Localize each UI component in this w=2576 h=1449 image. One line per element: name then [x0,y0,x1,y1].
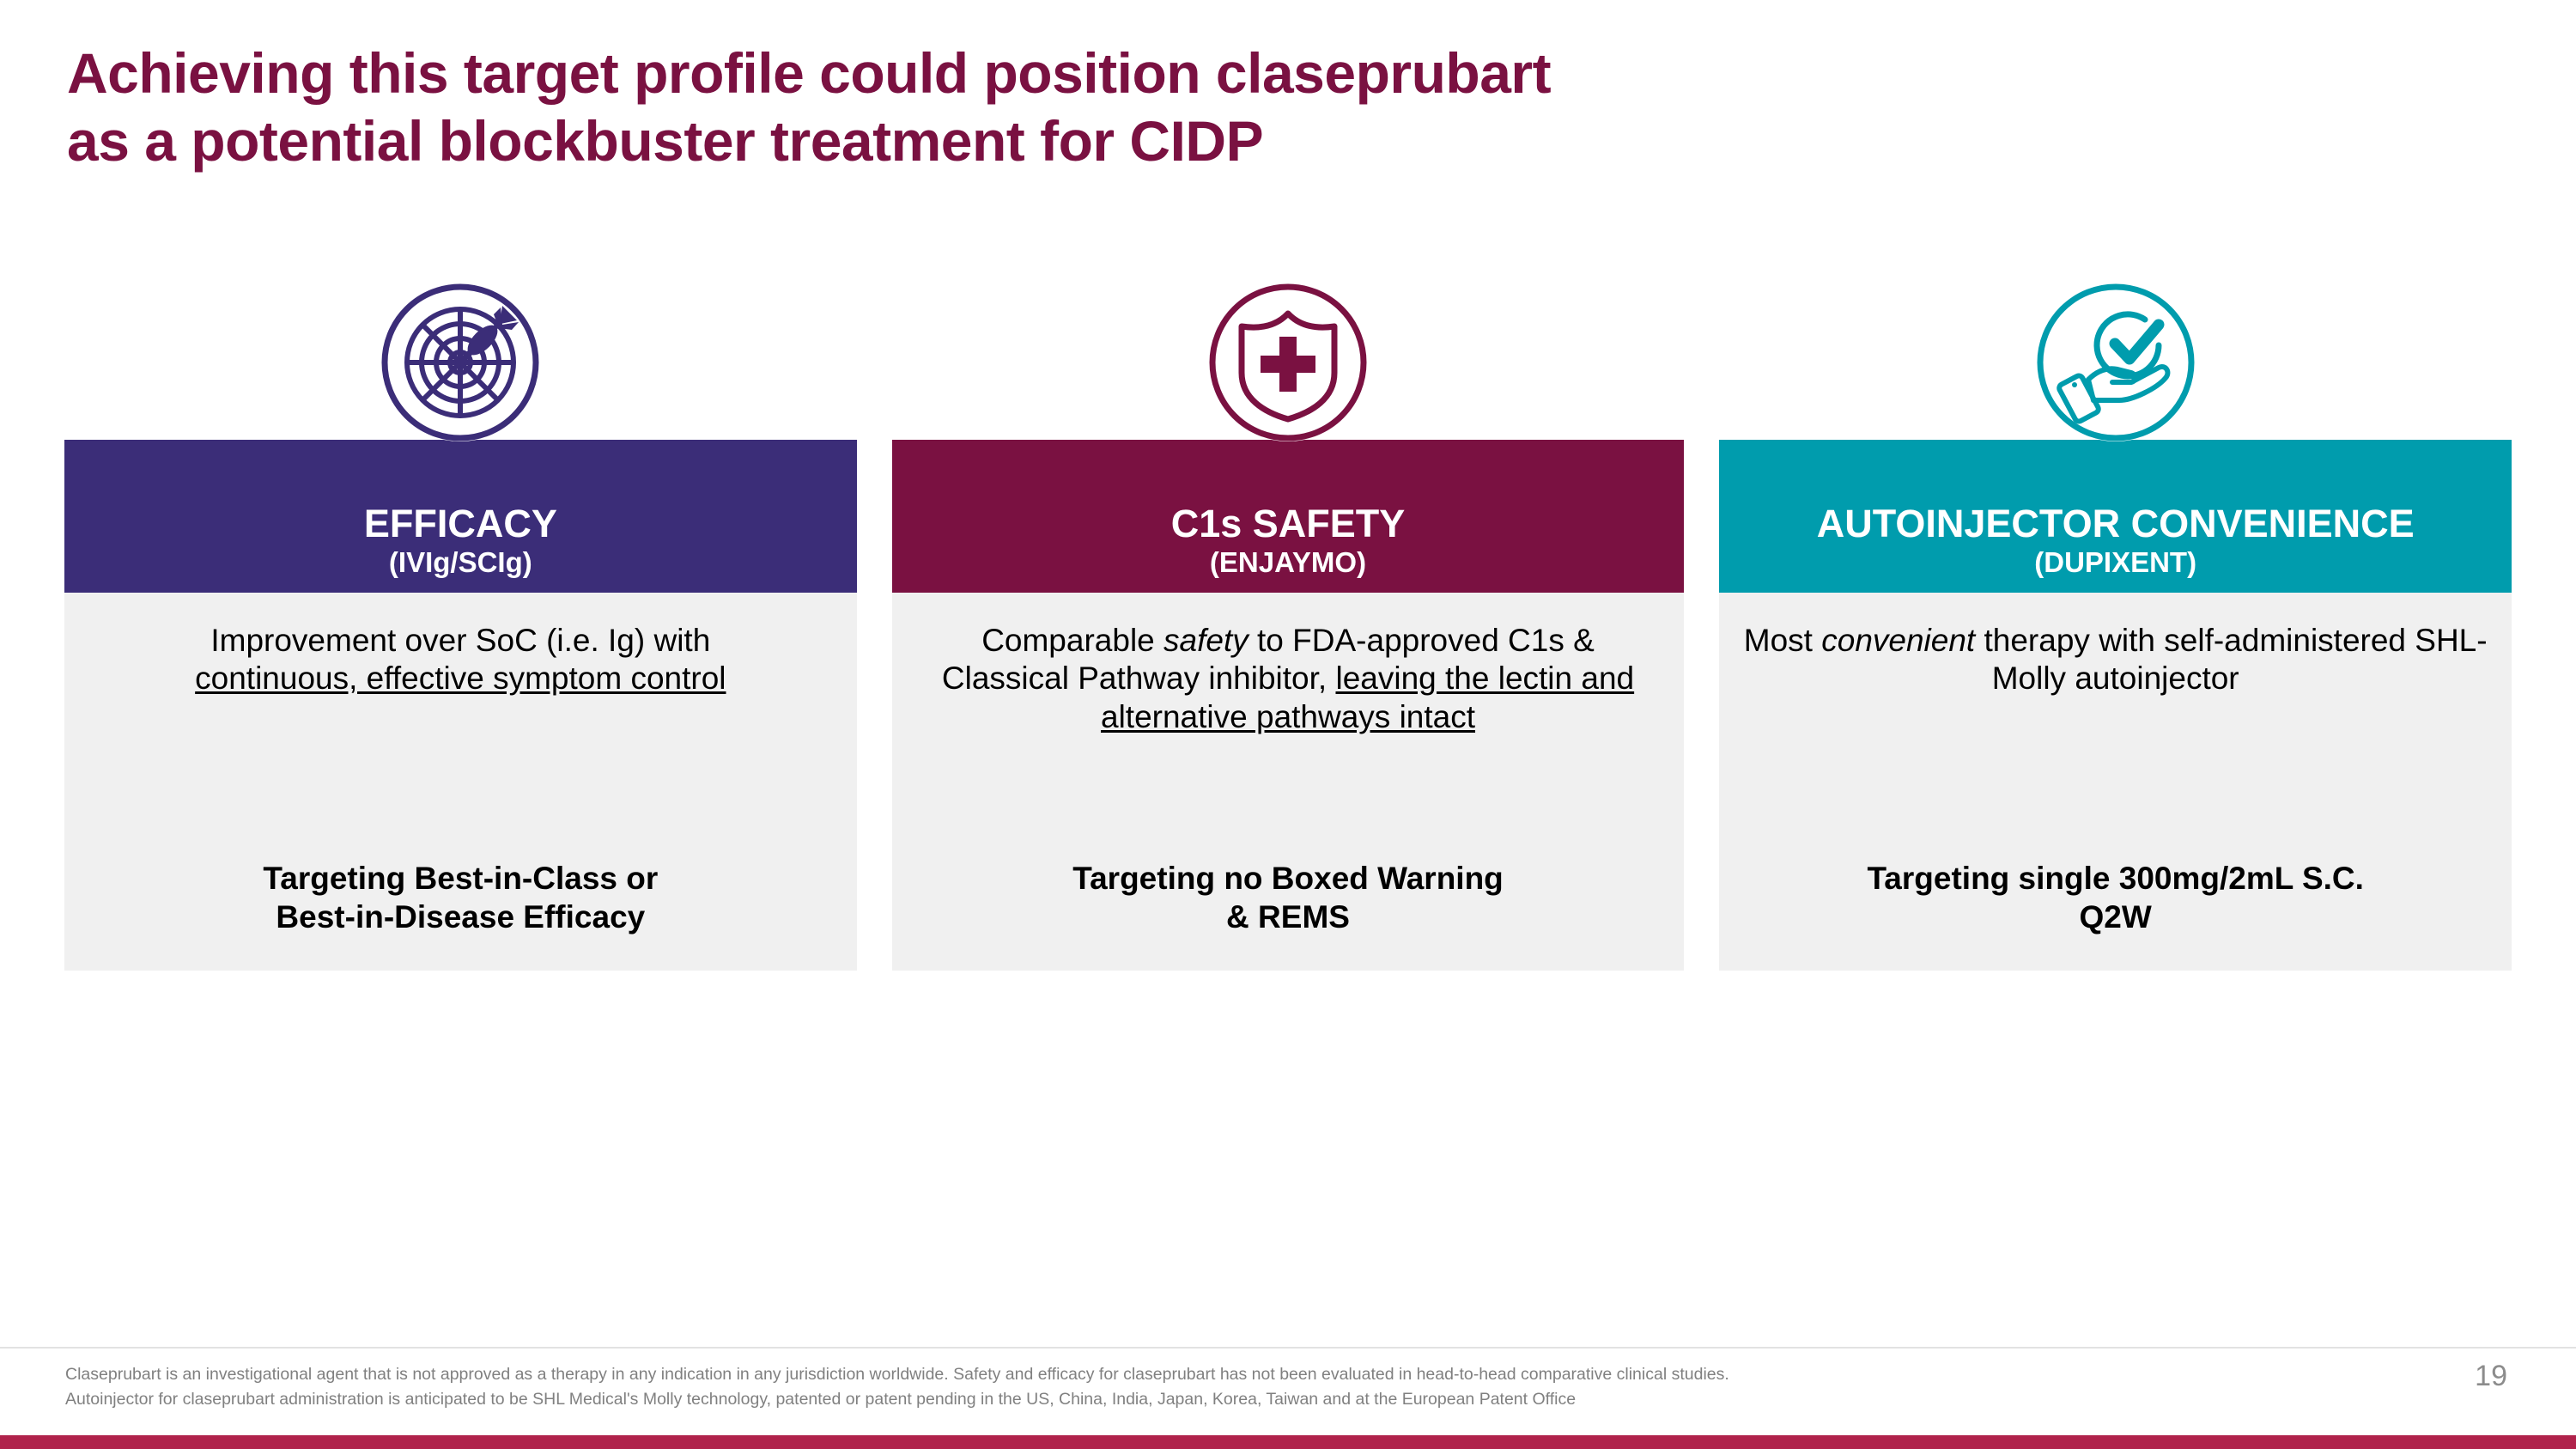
card-description: Comparable safety to FDA-approved C1s & … [914,622,1662,736]
card-body-autoinjector: Most convenient therapy with self-admini… [1719,593,2512,971]
page-title-line-2: as a potential blockbuster treatment for… [67,109,1264,174]
card-footer-statement: Targeting Best-in-Class or Best-in-Disea… [263,859,658,952]
card-description-underlined: leaving the lectin and alternative pathw… [1101,661,1635,734]
bottom-accent-bar [0,1435,2576,1449]
card-description: Most convenient therapy with self-admini… [1741,622,2489,698]
card-description-italic: convenient [1821,623,1976,658]
card-header-subtitle: (ENJAYMO) [1209,546,1367,579]
target-arrow-icon [381,283,540,441]
card-description-middle: therapy with self-administered SHL-Molly… [1975,623,2488,697]
card-header-efficacy: EFFICACY (IVIg/SCIg) [64,440,857,593]
hand-check-icon [2036,283,2195,441]
card-body-c1s-safety: Comparable safety to FDA-approved C1s & … [891,593,1685,971]
card-description-part1: Improvement over SoC (i.e. Ig) with [210,623,711,658]
target-profile-cards: EFFICACY (IVIg/SCIg) Improvement over So… [64,283,2512,971]
card-footer-line-2: Q2W [2079,898,2152,935]
card-footer-line-2: Best-in-Disease Efficacy [276,898,646,935]
card-header-subtitle: (IVIg/SCIg) [388,546,532,579]
page-title-line-1: Achieving this target profile could posi… [67,41,1552,105]
footnote-line-2: Autoinjector for claseprubart administra… [65,1390,1577,1409]
card-description-italic: safety [1163,623,1249,658]
footnote-line-1: Claseprubart is an investigational agent… [65,1365,1729,1384]
card-footer-line-1: Targeting single 300mg/2mL S.C. [1867,860,2364,896]
card-description-prefix: Most [1743,623,1822,658]
card-footer-statement: Targeting single 300mg/2mL S.C. Q2W [1867,859,2363,952]
footer-divider [0,1347,2576,1349]
page-number: 19 [2475,1360,2507,1392]
card-footer-line-1: Targeting Best-in-Class or [263,860,659,896]
card-footer-line-2: & REMS [1226,898,1350,935]
page-title: Achieving this target profile could posi… [67,40,2471,175]
card-footer-line-1: Targeting no Boxed Warning [1072,860,1504,896]
card-c1s-safety: C1s SAFETY (ENJAYMO) Comparable safety t… [891,283,1685,971]
card-description: Improvement over SoC (i.e. Ig) with cont… [195,622,726,698]
shield-cross-icon [1209,283,1367,441]
card-body-efficacy: Improvement over SoC (i.e. Ig) with cont… [64,593,857,971]
card-description-prefix: Comparable [981,623,1164,658]
footnote: Claseprubart is an investigational agent… [65,1362,2298,1413]
card-description-underlined: continuous, effective symptom control [195,661,726,697]
card-description-middle: to FDA-approved C1s & Classical Pathway … [941,623,1595,697]
card-header-subtitle: (DUPIXENT) [2034,546,2197,579]
card-header-c1s-safety: C1s SAFETY (ENJAYMO) [891,440,1685,593]
card-header-autoinjector: AUTOINJECTOR CONVENIENCE (DUPIXENT) [1719,440,2512,593]
card-header-title: C1s SAFETY [1170,502,1406,546]
card-header-title: AUTOINJECTOR CONVENIENCE [1816,502,2415,546]
card-footer-statement: Targeting no Boxed Warning & REMS [1072,859,1504,952]
card-autoinjector-convenience: AUTOINJECTOR CONVENIENCE (DUPIXENT) Most… [1719,283,2512,971]
card-header-title: EFFICACY [363,502,557,546]
card-efficacy: EFFICACY (IVIg/SCIg) Improvement over So… [64,283,857,971]
